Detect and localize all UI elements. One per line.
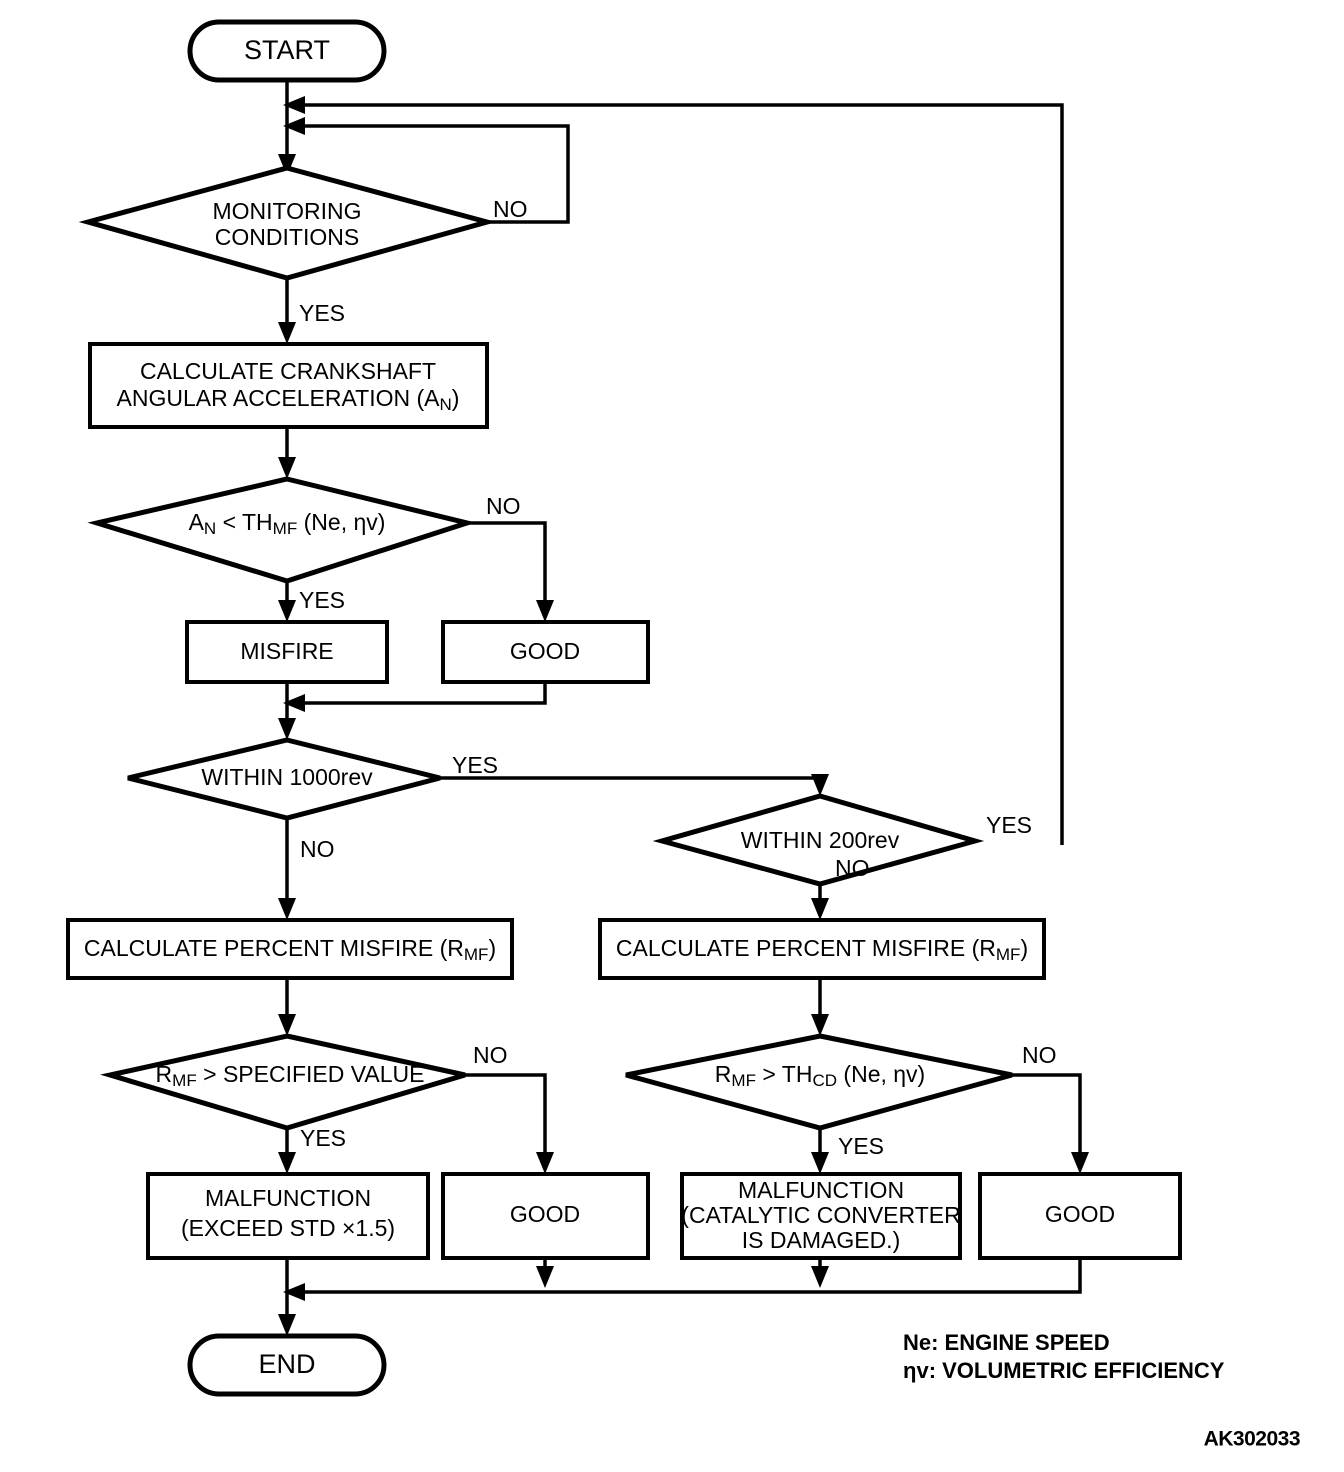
node-decision-within-1000rev[interactable]: WITHIN 1000rev bbox=[127, 737, 441, 821]
malfunction-catalytic-line1: MALFUNCTION bbox=[738, 1177, 904, 1203]
an-threshold-label: AN < THMF (Ne, ηv) bbox=[189, 509, 386, 537]
label-rmfthcd-yes: YES bbox=[838, 1133, 884, 1159]
edge-monitoring-no-feedback bbox=[283, 117, 570, 224]
reference-code: AK302033 bbox=[1204, 1428, 1300, 1451]
misfire-label: MISFIRE bbox=[240, 638, 333, 664]
node-end[interactable]: END bbox=[187, 1333, 387, 1397]
node-process-calc-percent-misfire-left[interactable]: CALCULATE PERCENT MISFIRE (RMF) bbox=[66, 918, 514, 980]
node-process-calculate-crankshaft[interactable]: CALCULATE CRANKSHAFT ANGULAR ACCELERATIO… bbox=[88, 342, 489, 429]
node-process-calc-percent-misfire-right[interactable]: CALCULATE PERCENT MISFIRE (RMF) bbox=[598, 918, 1046, 980]
node-process-good-2[interactable]: GOOD bbox=[441, 1172, 650, 1260]
edge-an-yes bbox=[278, 581, 296, 622]
end-label: END bbox=[258, 1349, 315, 1379]
good-3-label: GOOD bbox=[1045, 1201, 1115, 1227]
calc-crankshaft-line2: ANGULAR ACCELERATION (AN) bbox=[117, 385, 460, 413]
edge-within200-no bbox=[811, 884, 829, 920]
node-decision-within-200rev[interactable]: WITHIN 200rev bbox=[652, 793, 985, 887]
label-an-yes: YES bbox=[299, 587, 345, 613]
legend-line-ne: Ne: ENGINE SPEED bbox=[903, 1330, 1110, 1355]
edge-an-no bbox=[467, 521, 554, 622]
within-200rev-label: WITHIN 200rev bbox=[741, 827, 900, 853]
label-rmfthcd-no: NO bbox=[1022, 1042, 1057, 1068]
edge-within1000-yes bbox=[440, 774, 829, 796]
legend-line-etav: ηv: VOLUMETRIC EFFICIENCY bbox=[903, 1358, 1225, 1383]
start-label: START bbox=[244, 35, 330, 65]
rmf-thcd-label: RMF > THCD (Ne, ηv) bbox=[715, 1061, 925, 1089]
edge-within1000-no bbox=[278, 818, 296, 920]
malfunction-exceed-line1: MALFUNCTION bbox=[205, 1185, 371, 1211]
label-within200-no: NO bbox=[835, 855, 870, 881]
edge-within200-yes-feedback bbox=[283, 96, 1064, 845]
edge-rmfthcd-yes bbox=[811, 1128, 829, 1174]
label-monitoring-no: NO bbox=[493, 196, 528, 222]
edge-bus-to-end bbox=[278, 1292, 296, 1336]
edge-malfunction-catalytic-drop bbox=[811, 1258, 829, 1288]
edge-rmfthcd-no bbox=[1012, 1073, 1089, 1174]
malfunction-catalytic-line2: (CATALYTIC CONVERTER bbox=[681, 1202, 960, 1228]
calc-percent-misfire-right-label: CALCULATE PERCENT MISFIRE (RMF) bbox=[616, 935, 1028, 963]
edge-monitoring-yes bbox=[278, 278, 296, 344]
node-decision-rmf-specified-value[interactable]: RMF > SPECIFIED VALUE bbox=[100, 1033, 466, 1131]
edge-rmfspec-yes bbox=[278, 1128, 296, 1174]
label-within1000-yes: YES bbox=[452, 752, 498, 778]
legend: Ne: ENGINE SPEED ηv: VOLUMETRIC EFFICIEN… bbox=[903, 1330, 1225, 1383]
node-decision-monitoring-conditions[interactable]: MONITORING CONDITIONS bbox=[78, 165, 497, 281]
node-decision-rmf-thcd[interactable]: RMF > THCD (Ne, ηv) bbox=[625, 1033, 1013, 1131]
good-1-label: GOOD bbox=[510, 638, 580, 664]
monitoring-conditions-line1: MONITORING bbox=[212, 198, 361, 224]
node-process-good-1[interactable]: GOOD bbox=[441, 620, 650, 684]
edge-rmfspec-no bbox=[465, 1073, 554, 1174]
label-monitoring-yes: YES bbox=[299, 300, 345, 326]
label-within200-yes: YES bbox=[986, 812, 1032, 838]
node-start[interactable]: START bbox=[187, 19, 387, 83]
node-decision-an-threshold[interactable]: AN < THMF (Ne, ηv) bbox=[87, 476, 477, 584]
rmf-specified-value-label: RMF > SPECIFIED VALUE bbox=[156, 1061, 425, 1089]
label-an-no: NO bbox=[486, 493, 521, 519]
edge-bottom-merge-bus bbox=[283, 1258, 1082, 1301]
edge-calcleft-to-rmf bbox=[278, 978, 296, 1036]
within-1000rev-label: WITHIN 1000rev bbox=[201, 764, 373, 790]
node-process-malfunction-exceed[interactable]: MALFUNCTION (EXCEED STD ×1.5) bbox=[146, 1172, 430, 1260]
malfunction-exceed-line2: (EXCEED STD ×1.5) bbox=[181, 1215, 395, 1241]
edge-calcright-to-rmfthcd bbox=[811, 978, 829, 1036]
label-rmfspec-no: NO bbox=[473, 1042, 508, 1068]
edge-good2-drop bbox=[536, 1258, 554, 1288]
good-2-label: GOOD bbox=[510, 1201, 580, 1227]
edge-start-to-monitoring bbox=[278, 80, 296, 176]
edge-good1-merge bbox=[283, 682, 547, 712]
malfunction-catalytic-line3: IS DAMAGED.) bbox=[742, 1227, 900, 1253]
edge-misfire-to-within1000 bbox=[278, 682, 296, 740]
node-process-good-3[interactable]: GOOD bbox=[978, 1172, 1182, 1260]
node-process-misfire[interactable]: MISFIRE bbox=[185, 620, 389, 684]
label-within1000-no: NO bbox=[300, 836, 335, 862]
label-rmfspec-yes: YES bbox=[300, 1125, 346, 1151]
calc-percent-misfire-left-label: CALCULATE PERCENT MISFIRE (RMF) bbox=[84, 935, 496, 963]
calc-crankshaft-line1: CALCULATE CRANKSHAFT bbox=[140, 358, 436, 384]
edge-calc-to-an bbox=[278, 427, 296, 479]
monitoring-conditions-line2: CONDITIONS bbox=[215, 224, 359, 250]
node-process-malfunction-catalytic[interactable]: MALFUNCTION (CATALYTIC CONVERTER IS DAMA… bbox=[680, 1172, 962, 1260]
